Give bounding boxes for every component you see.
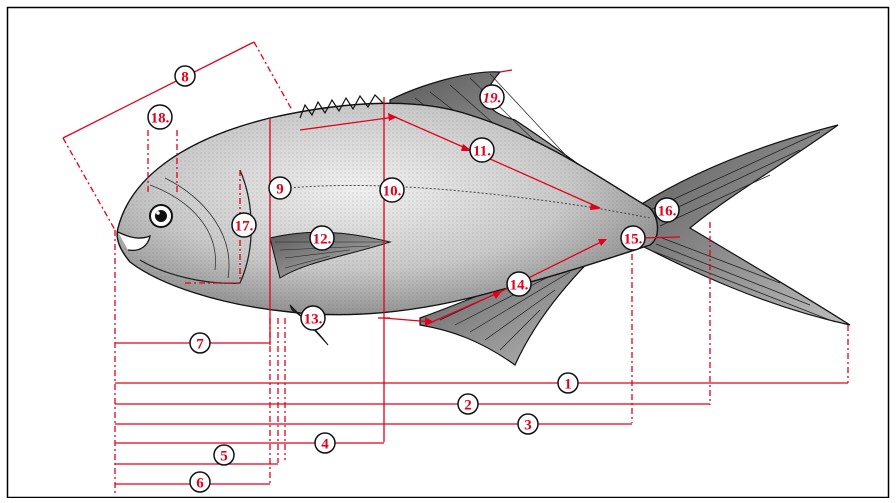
svg-text:1: 1 (564, 377, 572, 393)
svg-text:16.: 16. (658, 204, 677, 220)
svg-text:9: 9 (276, 182, 284, 198)
svg-text:5: 5 (220, 449, 228, 465)
svg-text:12.: 12. (313, 232, 332, 248)
svg-text:3: 3 (524, 418, 532, 434)
label-3: 3 (518, 414, 538, 434)
svg-text:6: 6 (196, 476, 204, 492)
svg-text:19.: 19. (483, 91, 502, 107)
label-17: 17. (232, 213, 256, 237)
label-14: 14. (507, 272, 531, 296)
svg-text:17.: 17. (235, 219, 254, 235)
svg-text:11.: 11. (473, 144, 491, 160)
svg-text:4: 4 (321, 437, 329, 453)
label-1: 1 (558, 373, 578, 393)
svg-text:15.: 15. (624, 232, 643, 248)
label-7: 7 (190, 333, 210, 353)
label-18: 18. (148, 105, 172, 129)
svg-text:10.: 10. (383, 184, 402, 200)
label-10: 10. (380, 178, 404, 202)
label-12: 12. (310, 226, 334, 250)
label-11: 11. (470, 138, 494, 162)
svg-text:2: 2 (464, 398, 472, 414)
label-2: 2 (458, 394, 478, 414)
label-6: 6 (190, 472, 210, 492)
label-5: 5 (214, 445, 234, 465)
label-15: 15. (621, 226, 645, 250)
label-13: 13. (301, 306, 325, 330)
svg-text:18.: 18. (151, 111, 170, 127)
label-16: 16. (655, 198, 679, 222)
svg-text:14.: 14. (510, 278, 529, 294)
label-4: 4 (315, 433, 335, 453)
svg-text:13.: 13. (304, 312, 323, 328)
label-9: 9 (269, 177, 291, 199)
svg-text:7: 7 (196, 337, 204, 353)
label-8: 8 (175, 66, 195, 86)
label-19: 19. (480, 85, 504, 109)
svg-text:8: 8 (181, 70, 189, 86)
